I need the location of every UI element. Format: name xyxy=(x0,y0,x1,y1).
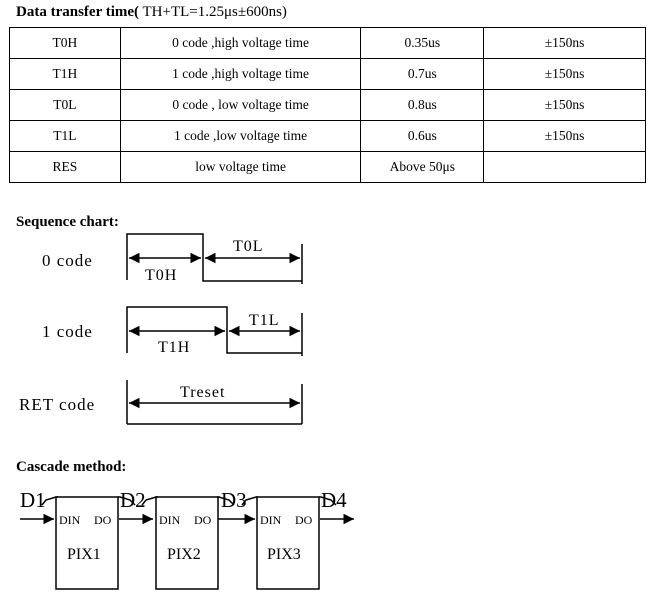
t0h-label: T0H xyxy=(145,267,177,284)
signal-d1: D1 xyxy=(20,488,46,512)
code0-label: 0 code xyxy=(42,251,93,270)
symbol-cell: T1L xyxy=(9,120,121,152)
cascade-heading: Cascade method: xyxy=(16,459,127,475)
ret-waveform xyxy=(126,380,303,425)
code1-label: 1 code xyxy=(42,322,93,341)
value-cell: 0.7us xyxy=(360,58,485,90)
signal-d4: D4 xyxy=(321,488,347,512)
tolerance-cell: ±150ns xyxy=(483,120,646,152)
description-cell: 1 code ,low voltage time xyxy=(119,120,362,152)
pix1-do: DO xyxy=(94,513,112,527)
pix2-box xyxy=(155,496,219,590)
tolerance-cell: ±150ns xyxy=(483,58,646,90)
ret-label: RET code xyxy=(19,395,95,414)
pix2-din: DIN xyxy=(159,513,181,527)
pix3-din: DIN xyxy=(260,513,282,527)
symbol-cell: RES xyxy=(9,151,121,183)
t1l-label: T1L xyxy=(249,312,280,329)
pix1-label: PIX1 xyxy=(67,546,101,563)
code1-waveform xyxy=(126,306,303,356)
symbol-cell: T1H xyxy=(9,58,121,90)
pix2-do: DO xyxy=(194,513,212,527)
sequence-heading: Sequence chart: xyxy=(16,214,119,230)
pix3-do: DO xyxy=(295,513,313,527)
pix3-label: PIX3 xyxy=(267,546,301,563)
description-cell: low voltage time xyxy=(119,151,362,183)
signal-d3: D3 xyxy=(221,488,247,512)
pix1-box xyxy=(55,496,119,590)
t0l-label: T0L xyxy=(233,238,264,255)
t1h-label: T1H xyxy=(158,339,190,356)
signal-d2: D2 xyxy=(120,488,146,512)
tolerance-cell xyxy=(483,151,646,183)
page-title: Data transfer time( TH+TL=1.25μs±600ns) xyxy=(16,4,287,20)
pix3-box xyxy=(256,496,320,590)
tolerance-cell: ±150ns xyxy=(483,27,646,59)
pix2-label: PIX2 xyxy=(167,546,201,563)
code0-waveform xyxy=(126,233,303,284)
description-cell: 1 code ,high voltage time xyxy=(119,58,362,90)
value-cell: Above 50μs xyxy=(360,151,485,183)
description-cell: 0 code , low voltage time xyxy=(119,89,362,121)
pix1-din: DIN xyxy=(59,513,81,527)
cascade-diagram: D1 D2 D3 D4 DIN DO PIX1 DIN DO PIX2 DIN … xyxy=(20,488,354,590)
treset-label: Treset xyxy=(180,384,225,401)
